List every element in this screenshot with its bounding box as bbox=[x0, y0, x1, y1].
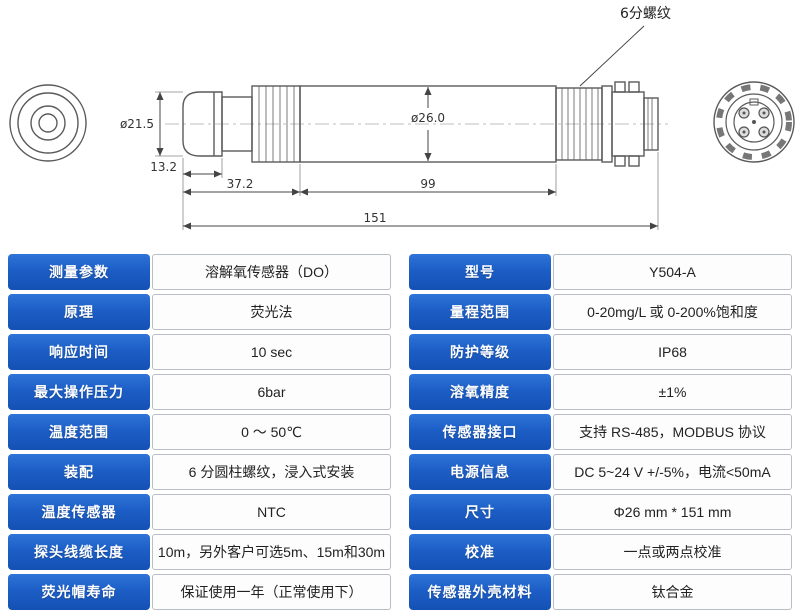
spec-row: 响应时间 10 sec bbox=[8, 334, 391, 370]
spec-label: 最大操作压力 bbox=[8, 374, 150, 410]
spec-label: 溶氧精度 bbox=[409, 374, 551, 410]
spec-row: 探头线缆长度 10m，另外客户可选5m、15m和30m bbox=[8, 534, 391, 570]
spec-label: 校准 bbox=[409, 534, 551, 570]
sensor-diagram: 6分螺纹 ø21.5 ø26.0 13.2 bbox=[0, 0, 800, 252]
spec-label: 传感器外壳材料 bbox=[409, 574, 551, 610]
connector-end-view bbox=[713, 81, 795, 163]
spec-value: 0-20mg/L 或 0-200%饱和度 bbox=[553, 294, 792, 330]
dim-tip-length: 13.2 bbox=[150, 158, 223, 178]
spec-row: 校准 一点或两点校准 bbox=[409, 534, 792, 570]
spec-row: 传感器外壳材料 钛合金 bbox=[409, 574, 792, 610]
spec-label: 型号 bbox=[409, 254, 551, 290]
spec-label: 传感器接口 bbox=[409, 414, 551, 450]
spec-value: 保证使用一年（正常使用下） bbox=[152, 574, 391, 610]
spec-label: 防护等级 bbox=[409, 334, 551, 370]
spec-table: 测量参数 溶解氧传感器（DO） 原理 荧光法 响应时间 10 sec 最大操作压… bbox=[0, 252, 800, 610]
spec-label: 装配 bbox=[8, 454, 150, 490]
spec-label: 探头线缆长度 bbox=[8, 534, 150, 570]
spec-value: 6bar bbox=[152, 374, 391, 410]
spec-col-left: 测量参数 溶解氧传感器（DO） 原理 荧光法 响应时间 10 sec 最大操作压… bbox=[8, 254, 391, 610]
spec-value: 一点或两点校准 bbox=[553, 534, 792, 570]
dim-label-tip-length: 13.2 bbox=[150, 160, 177, 174]
spec-label: 量程范围 bbox=[409, 294, 551, 330]
spec-label: 响应时间 bbox=[8, 334, 150, 370]
dim-front-length: 37.2 bbox=[182, 164, 301, 196]
spec-row: 量程范围 0-20mg/L 或 0-200%饱和度 bbox=[409, 294, 792, 330]
spec-label: 原理 bbox=[8, 294, 150, 330]
spec-label: 温度范围 bbox=[8, 414, 150, 450]
spec-row: 原理 荧光法 bbox=[8, 294, 391, 330]
spec-row: 荧光帽寿命 保证使用一年（正常使用下） bbox=[8, 574, 391, 610]
spec-row: 最大操作压力 6bar bbox=[8, 374, 391, 410]
spec-value: 10m，另外客户可选5m、15m和30m bbox=[152, 534, 391, 570]
dim-body-length: 99 bbox=[300, 164, 557, 196]
spec-row: 防护等级 IP68 bbox=[409, 334, 792, 370]
spec-value: Φ26 mm * 151 mm bbox=[553, 494, 792, 530]
dim-label-body-length: 99 bbox=[420, 177, 435, 191]
spec-row: 测量参数 溶解氧传感器（DO） bbox=[8, 254, 391, 290]
dim-label-body-diameter: ø26.0 bbox=[411, 111, 445, 125]
dim-label-front-length: 37.2 bbox=[227, 177, 254, 191]
spec-label: 测量参数 bbox=[8, 254, 150, 290]
spec-value: 钛合金 bbox=[553, 574, 792, 610]
spec-row: 温度范围 0 ～ 50℃ bbox=[8, 414, 391, 450]
dim-total-length: 151 bbox=[182, 152, 659, 230]
dim-label-cap-diameter: ø21.5 bbox=[120, 117, 154, 131]
spec-value: 0 ～ 50℃ bbox=[152, 414, 391, 450]
spec-value: 6 分圆柱螺纹，浸入式安装 bbox=[152, 454, 391, 490]
spec-value: ±1% bbox=[553, 374, 792, 410]
spec-label: 荧光帽寿命 bbox=[8, 574, 150, 610]
spec-label: 尺寸 bbox=[409, 494, 551, 530]
sensor-side-view bbox=[182, 81, 659, 167]
sensor-front-view bbox=[9, 84, 87, 162]
spec-value: 荧光法 bbox=[152, 294, 391, 330]
spec-value: IP68 bbox=[553, 334, 792, 370]
spec-col-right: 型号 Y504-A 量程范围 0-20mg/L 或 0-200%饱和度 防护等级… bbox=[409, 254, 792, 610]
spec-row: 溶氧精度 ±1% bbox=[409, 374, 792, 410]
spec-row: 温度传感器 NTC bbox=[8, 494, 391, 530]
spec-value: 10 sec bbox=[152, 334, 391, 370]
spec-value: Y504-A bbox=[553, 254, 792, 290]
spec-value: DC 5~24 V +/-5%，电流<50mA bbox=[553, 454, 792, 490]
thread-label: 6分螺纹 bbox=[620, 6, 671, 22]
spec-value: NTC bbox=[152, 494, 391, 530]
thread-leader-line bbox=[579, 25, 645, 87]
dim-label-total-length: 151 bbox=[364, 211, 387, 225]
spec-value: 支持 RS-485，MODBUS 协议 bbox=[553, 414, 792, 450]
sensor-dimension-drawing: 6分螺纹 ø21.5 ø26.0 13.2 bbox=[9, 6, 795, 230]
spec-row: 尺寸 Φ26 mm * 151 mm bbox=[409, 494, 792, 530]
spec-row: 传感器接口 支持 RS-485，MODBUS 协议 bbox=[409, 414, 792, 450]
spec-row: 装配 6 分圆柱螺纹，浸入式安装 bbox=[8, 454, 391, 490]
spec-label: 电源信息 bbox=[409, 454, 551, 490]
spec-label: 温度传感器 bbox=[8, 494, 150, 530]
spec-value: 溶解氧传感器（DO） bbox=[152, 254, 391, 290]
spec-row: 电源信息 DC 5~24 V +/-5%，电流<50mA bbox=[409, 454, 792, 490]
dim-cap-diameter: ø21.5 bbox=[120, 91, 183, 157]
dim-body-diameter: ø26.0 bbox=[411, 87, 445, 161]
spec-row: 型号 Y504-A bbox=[409, 254, 792, 290]
